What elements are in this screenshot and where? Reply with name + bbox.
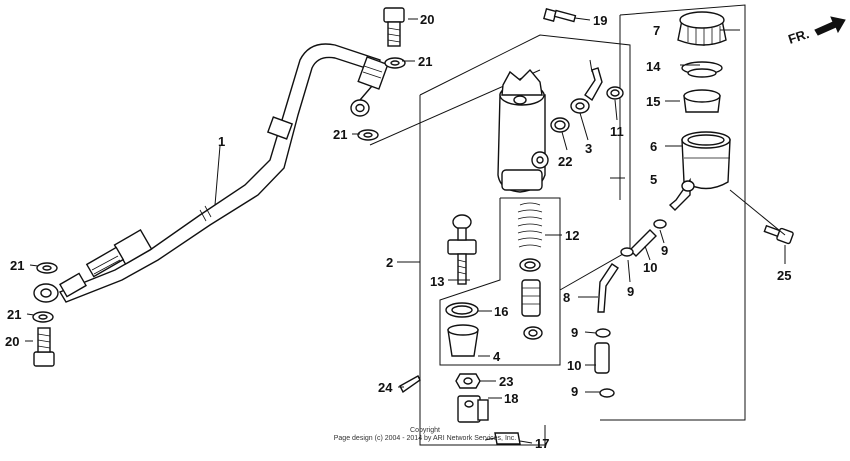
reservoir-tank xyxy=(668,131,731,211)
banjo-bolt-top xyxy=(383,7,405,47)
cotter-pin xyxy=(484,432,521,445)
sealing-washer-icons xyxy=(32,57,406,323)
callout-7: 7 xyxy=(653,23,660,38)
joint-pin xyxy=(399,375,421,394)
callout-14: 14 xyxy=(646,59,661,74)
piston-spring xyxy=(517,202,543,340)
copyright-title: Copyright xyxy=(410,427,440,434)
copyright-notice: Page design (c) 2004 - 2014 by ARI Netwo… xyxy=(334,435,517,442)
reservoir-bolt xyxy=(763,224,794,245)
master-cylinder-body xyxy=(497,68,549,193)
push-rod xyxy=(447,214,477,285)
joint-nut xyxy=(455,373,481,389)
callout-15: 15 xyxy=(646,94,660,109)
front-direction-indicator: FR. xyxy=(786,16,846,47)
callout-20-bottom: 20 xyxy=(5,334,19,349)
callout-21-a: 21 xyxy=(418,54,432,69)
callout-9-d: 9 xyxy=(571,384,578,399)
push-rod-joint xyxy=(457,395,489,423)
brake-hose xyxy=(33,43,389,303)
callout-21-d: 21 xyxy=(7,307,21,322)
arrow-right-icon xyxy=(814,16,846,36)
diaphragm-plate xyxy=(681,61,723,78)
piston-set-box xyxy=(439,197,561,366)
callout-2: 2 xyxy=(386,255,393,270)
callout-20-top: 20 xyxy=(420,12,434,27)
callout-12: 12 xyxy=(565,228,579,243)
direction-label: FR. xyxy=(786,26,811,47)
reservoir-screw xyxy=(543,8,577,23)
reservoir-hose-joint xyxy=(550,59,624,133)
callout-10-a: 10 xyxy=(643,260,657,275)
callout-8: 8 xyxy=(563,290,570,305)
circlip xyxy=(445,302,479,318)
callout-6: 6 xyxy=(650,139,657,154)
callout-11: 11 xyxy=(610,124,624,139)
callout-18: 18 xyxy=(504,391,518,406)
callout-21-b: 21 xyxy=(333,127,347,142)
callout-9-b: 9 xyxy=(661,243,668,258)
push-rod-boot xyxy=(447,324,479,357)
callout-labels: 1 2 3 4 5 6 7 8 9 9 9 9 10 10 11 12 13 1… xyxy=(5,12,791,451)
reservoir-cap xyxy=(677,11,727,46)
callout-21-c: 21 xyxy=(10,258,24,273)
reservoir-hose xyxy=(597,263,619,313)
assembly-boundary-5 xyxy=(600,4,746,421)
callout-23: 23 xyxy=(499,374,513,389)
callout-9-c: 9 xyxy=(571,325,578,340)
callout-13: 13 xyxy=(430,274,444,289)
callout-9-a: 9 xyxy=(627,284,634,299)
callout-17: 17 xyxy=(535,436,549,451)
callout-3: 3 xyxy=(585,141,592,156)
callout-22: 22 xyxy=(558,154,572,169)
callout-5: 5 xyxy=(650,172,657,187)
reservoir-diaphragm xyxy=(683,89,721,113)
callout-24: 24 xyxy=(378,380,393,395)
callout-1: 1 xyxy=(218,134,225,149)
callout-16: 16 xyxy=(494,304,508,319)
hose-joint-lower xyxy=(594,342,610,374)
callout-25: 25 xyxy=(777,268,791,283)
callout-19: 19 xyxy=(593,13,607,28)
banjo-bolt-bottom xyxy=(33,327,55,367)
leader-lines xyxy=(25,17,786,444)
hose-joint-upper xyxy=(620,219,667,257)
callout-4: 4 xyxy=(493,349,501,364)
callout-10-b: 10 xyxy=(567,358,581,373)
